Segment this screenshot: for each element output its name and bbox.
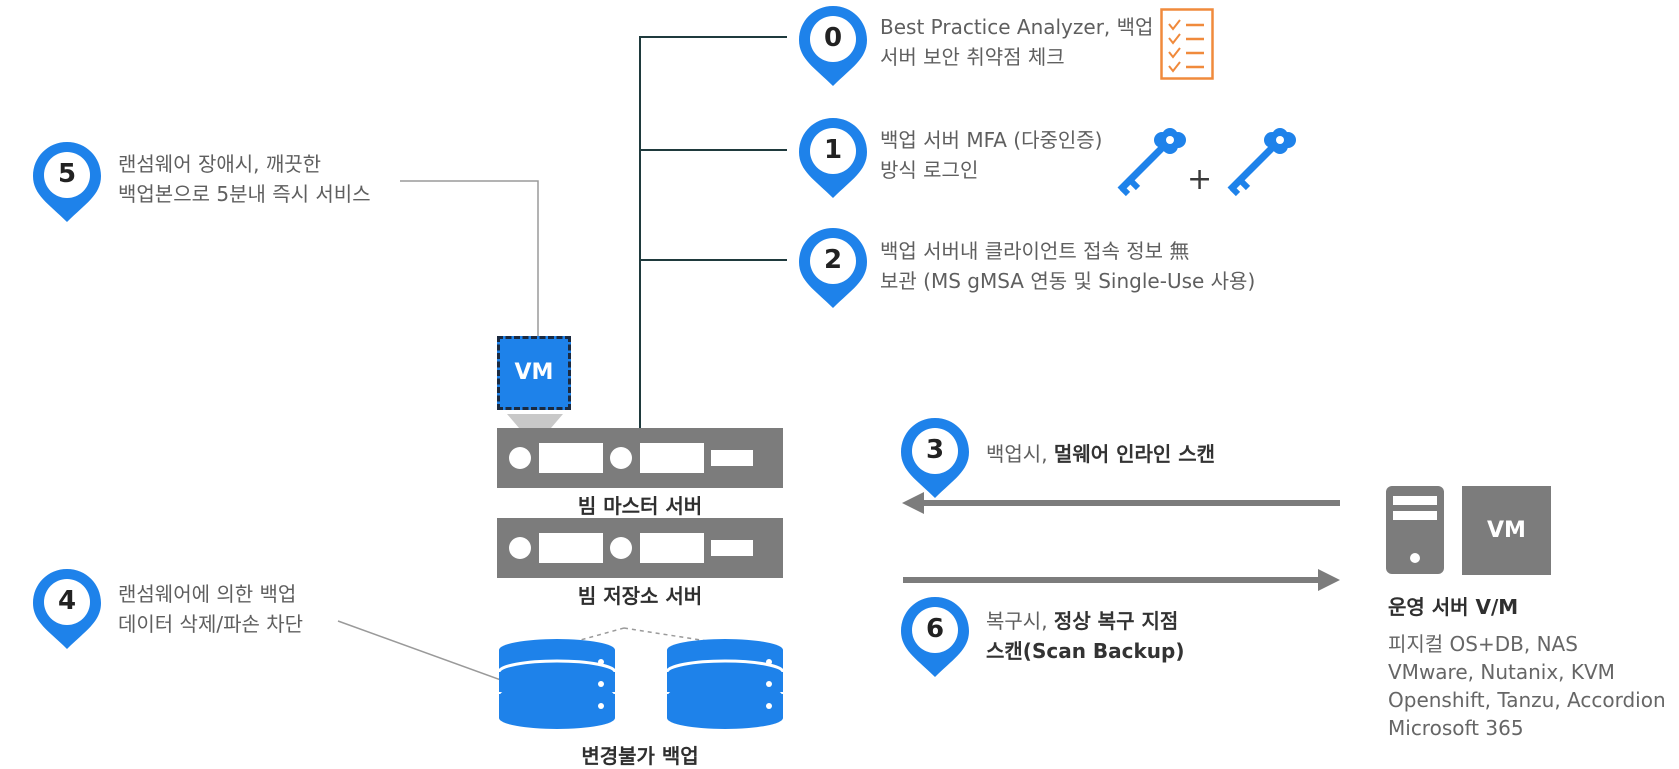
database-icon <box>665 639 785 729</box>
step-3-pin: 3 <box>899 416 971 500</box>
platform-list: 피지컬 OS+DB, NAS VMware, Nutanix, KVM Open… <box>1388 630 1666 742</box>
step-5-line2: 백업본으로 5분내 즉시 서비스 <box>118 182 371 206</box>
database-icon <box>497 639 617 729</box>
key-icon <box>1227 128 1296 197</box>
step-1-number: 1 <box>823 135 843 165</box>
step-6-pin: 6 <box>899 595 971 679</box>
storage-server-icon <box>497 518 783 578</box>
step-2-text: 백업 서버내 클라이언트 접속 정보 無 보관 (MS gMSA 연동 및 Si… <box>880 236 1255 296</box>
key-icon <box>1117 128 1186 197</box>
step-1-line2: 방식 로그인 <box>880 158 979 182</box>
platform-item: Openshift, Tanzu, Accordion <box>1388 688 1666 712</box>
step-0-number: 0 <box>823 23 843 53</box>
master-server-label: 빔 마스터 서버 <box>577 494 703 518</box>
step-1-text: 백업 서버 MFA (다중인증) 방식 로그인 <box>880 125 1102 185</box>
step-1-line1: 백업 서버 MFA (다중인증) <box>880 128 1103 152</box>
tower-server-icon <box>1386 486 1444 574</box>
step-5-number: 5 <box>57 159 77 189</box>
step-4-pin: 4 <box>31 567 103 651</box>
step-0-pin: 0 <box>797 4 869 88</box>
step-4-line1: 랜섬웨어에 의한 백업 <box>118 582 297 606</box>
storage-server-label: 빔 저장소 서버 <box>577 584 703 608</box>
step-3-number: 3 <box>925 435 945 465</box>
prod-server-label: 운영 서버 V/M <box>1388 595 1519 619</box>
step-2-line2: 보관 (MS gMSA 연동 및 Single-Use 사용) <box>880 269 1256 293</box>
step-2-line1: 백업 서버내 클라이언트 접속 정보 無 <box>880 239 1190 263</box>
step-2-number: 2 <box>823 245 843 275</box>
step-6-text: 복구시, 정상 복구 지점 스캔(Scan Backup) <box>986 606 1185 666</box>
step-0-line1: Best Practice Analyzer, 백업 <box>880 15 1154 39</box>
step-5-pin: 5 <box>31 140 103 224</box>
immutable-backup-label: 변경불가 백업 <box>581 744 699 768</box>
step-3-prefix: 백업시, <box>986 442 1054 466</box>
master-server-icon <box>497 428 783 488</box>
location-pin-icon <box>901 597 969 677</box>
location-pin-icon <box>799 118 867 198</box>
platform-item: VMware, Nutanix, KVM <box>1388 660 1615 684</box>
vm-right-label: VM <box>1487 518 1526 543</box>
step-2-pin: 2 <box>797 226 869 310</box>
step-4-text: 랜섬웨어에 의한 백업 데이터 삭제/파손 차단 <box>118 579 303 639</box>
platform-item: Microsoft 365 <box>1388 716 1524 740</box>
vm-base-triangle <box>507 414 563 428</box>
step-6-number: 6 <box>925 614 945 644</box>
vm-box-right: VM <box>1462 486 1551 575</box>
step-3-bold: 멀웨어 인라인 스캔 <box>1053 442 1216 466</box>
checklist-icon <box>1160 8 1214 80</box>
location-pin-icon <box>33 142 101 222</box>
step-0-text: Best Practice Analyzer, 백업 서버 보안 취약점 체크 <box>880 12 1153 72</box>
platform-item: 피지컬 OS+DB, NAS <box>1388 632 1578 656</box>
location-pin-icon <box>901 418 969 498</box>
step-0-line2: 서버 보안 취약점 체크 <box>880 45 1065 69</box>
vm-box-top: VM <box>497 336 571 410</box>
location-pin-icon <box>799 6 867 86</box>
step-3-text: 백업시, 멀웨어 인라인 스캔 <box>986 439 1215 469</box>
plus-sign: + <box>1187 162 1213 197</box>
location-pin-icon <box>799 228 867 308</box>
step-4-line2: 데이터 삭제/파손 차단 <box>118 612 304 636</box>
step-1-pin: 1 <box>797 116 869 200</box>
step-4-number: 4 <box>57 586 77 616</box>
step-6-line2: 스캔(Scan Backup) <box>986 639 1185 663</box>
step-6-prefix: 복구시, <box>986 609 1054 633</box>
vm-top-label: VM <box>514 360 554 385</box>
step-5-text: 랜섬웨어 장애시, 깨끗한 백업본으로 5분내 즉시 서비스 <box>118 149 371 209</box>
step-6-bold: 정상 복구 지점 <box>1053 609 1179 633</box>
step-5-line1: 랜섬웨어 장애시, 깨끗한 <box>118 152 322 176</box>
location-pin-icon <box>33 569 101 649</box>
